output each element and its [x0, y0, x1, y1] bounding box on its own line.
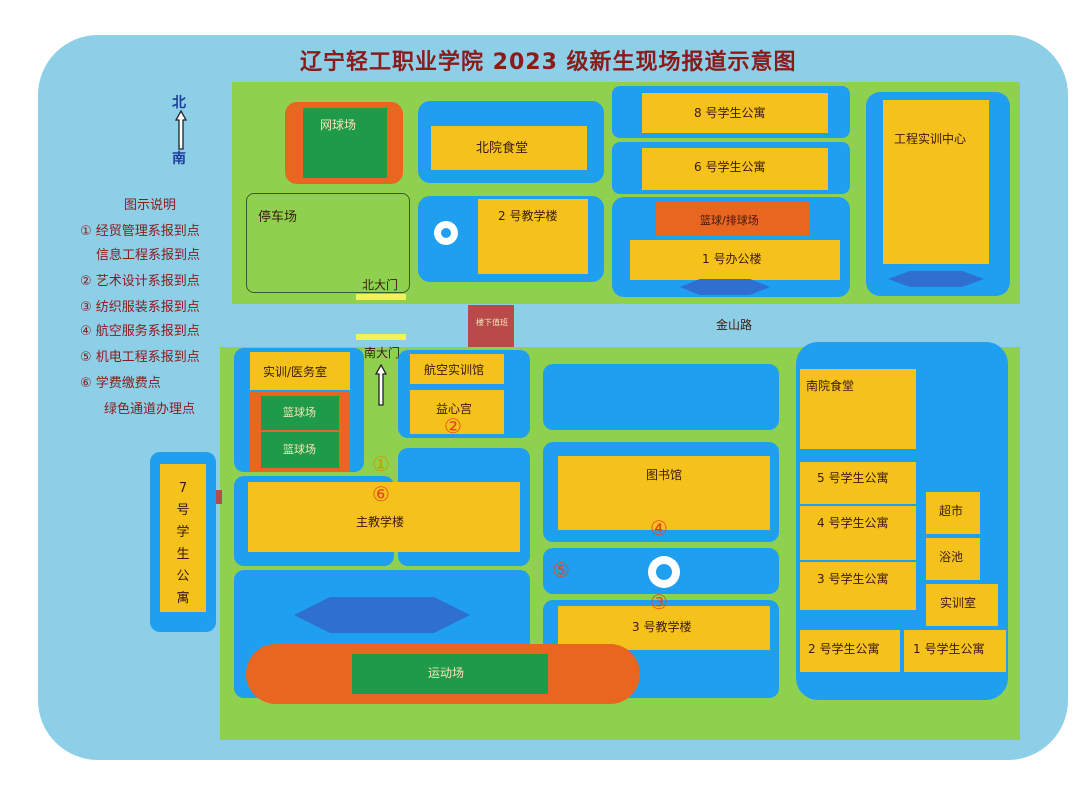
- location-ring-north-center: [441, 228, 451, 238]
- south-canteen: [800, 369, 916, 449]
- location-ring-south-center: [656, 564, 672, 580]
- engineering-center: [883, 100, 989, 264]
- engineering-plaza: [888, 271, 984, 287]
- training-room-label: 实训室: [940, 596, 977, 610]
- dorm-5: [800, 462, 916, 504]
- marker-2[interactable]: ②: [444, 414, 462, 438]
- office-1-label: 1 号办公楼: [702, 252, 762, 266]
- dorm-1-label: 1 号学生公寓: [913, 642, 985, 656]
- basket-volley-court: [656, 202, 810, 236]
- south-canteen-label: 南院食堂: [806, 379, 855, 393]
- dorm-7: [160, 464, 206, 612]
- library-label: 图书馆: [646, 468, 683, 482]
- south-gate-label[interactable]: 南大门: [364, 346, 401, 360]
- compass-south-label: 南: [172, 151, 186, 167]
- legend-item-4: ③ 纺织服装系报到点: [80, 300, 200, 315]
- compass-north-label: 北: [172, 95, 186, 111]
- dorm-5-label: 5 号学生公寓: [817, 471, 889, 485]
- tennis-court-label: 网球场: [320, 118, 357, 132]
- corner-building: [468, 305, 514, 347]
- bathhouse-label: 浴池: [939, 550, 964, 564]
- parking-lot: [246, 193, 410, 293]
- playground-label: 运动场: [428, 666, 465, 680]
- dorm-7-connector: [216, 490, 222, 504]
- aviation-training-label: 航空实训馆: [424, 363, 485, 377]
- marker-3[interactable]: ③: [650, 590, 668, 614]
- training-room: [926, 584, 998, 626]
- basketball-court-2: [261, 432, 339, 468]
- library-north-water: [543, 364, 779, 430]
- dorm-6: [642, 148, 828, 190]
- marker-6[interactable]: ⑥: [372, 482, 390, 506]
- south-gate-bar: [356, 334, 406, 340]
- parking-label: 停车场: [258, 210, 298, 225]
- marker-4[interactable]: ④: [650, 516, 668, 540]
- legend-item-2: 信息工程系报到点: [96, 248, 201, 263]
- library: [558, 456, 770, 530]
- teaching-3: [558, 606, 770, 650]
- north-gate-label[interactable]: 北大门: [362, 278, 399, 292]
- teaching-2: [478, 199, 588, 274]
- dorm-1: [904, 630, 1006, 672]
- office-1-plaza: [680, 279, 770, 295]
- dorm-3-label: 3 号学生公寓: [817, 572, 889, 586]
- jinshan-road-label: 金山路: [716, 318, 753, 332]
- dorm-4-label: 4 号学生公寓: [817, 516, 889, 530]
- south-gate-arrow-icon: [375, 364, 387, 406]
- legend-item-8: 绿色通道办理点: [104, 402, 196, 417]
- compass-arrow-icon: [175, 110, 187, 150]
- basketball-court-1-label: 篮球场: [283, 406, 316, 419]
- south-plaza: [294, 597, 470, 633]
- legend-item-1: ① 经贸管理系报到点: [80, 224, 200, 239]
- north-gate-bar: [356, 294, 406, 300]
- tennis-court: [303, 108, 387, 178]
- basketball-court-1: [261, 396, 339, 430]
- dorm-2: [800, 630, 900, 672]
- legend-item-3: ② 艺术设计系报到点: [80, 274, 200, 289]
- office-1: [630, 240, 840, 280]
- bathhouse: [926, 538, 980, 580]
- north-canteen-label: 北院食堂: [476, 141, 529, 156]
- legend-item-5: ④ 航空服务系报到点: [80, 324, 200, 339]
- supermarket: [926, 492, 980, 534]
- dorm-2-label: 2 号学生公寓: [808, 642, 880, 656]
- basketball-court-2-label: 篮球场: [283, 443, 316, 456]
- basket-volley-label: 篮球/排球场: [700, 214, 759, 227]
- north-canteen: [431, 126, 587, 170]
- corner-building-label: 楼下值班: [476, 318, 508, 327]
- legend-heading: 图示说明: [124, 198, 177, 213]
- main-teaching-label: 主教学楼: [356, 515, 405, 529]
- dorm-6-label: 6 号学生公寓: [694, 160, 766, 174]
- supermarket-label: 超市: [939, 504, 964, 518]
- teaching-2-label: 2 号教学楼: [498, 209, 558, 223]
- dorm-8: [642, 93, 828, 133]
- dorm-7-label: 7号学生公寓: [176, 481, 190, 606]
- training-medical-label: 实训/医务室: [263, 365, 328, 379]
- legend-item-7: ⑥ 学费缴费点: [80, 376, 161, 391]
- yixin-palace: [410, 390, 504, 434]
- marker-1[interactable]: ①: [372, 452, 390, 476]
- legend-item-6: ⑤ 机电工程系报到点: [80, 350, 200, 365]
- dorm-8-label: 8 号学生公寓: [694, 106, 766, 120]
- map-title: 辽宁轻工职业学院 2023 级新生现场报道示意图: [300, 50, 797, 75]
- sports-field: [352, 654, 548, 694]
- aviation-training: [410, 354, 504, 384]
- marker-5[interactable]: ⑤: [552, 558, 570, 582]
- training-medical: [250, 352, 350, 390]
- teaching-3-label: 3 号教学楼: [632, 620, 692, 634]
- dorm-3: [800, 562, 916, 610]
- main-teaching: [248, 482, 520, 552]
- engineering-center-label: 工程实训中心: [894, 132, 967, 146]
- yixin-palace-label: 益心宫: [436, 402, 473, 416]
- dorm-4: [800, 506, 916, 560]
